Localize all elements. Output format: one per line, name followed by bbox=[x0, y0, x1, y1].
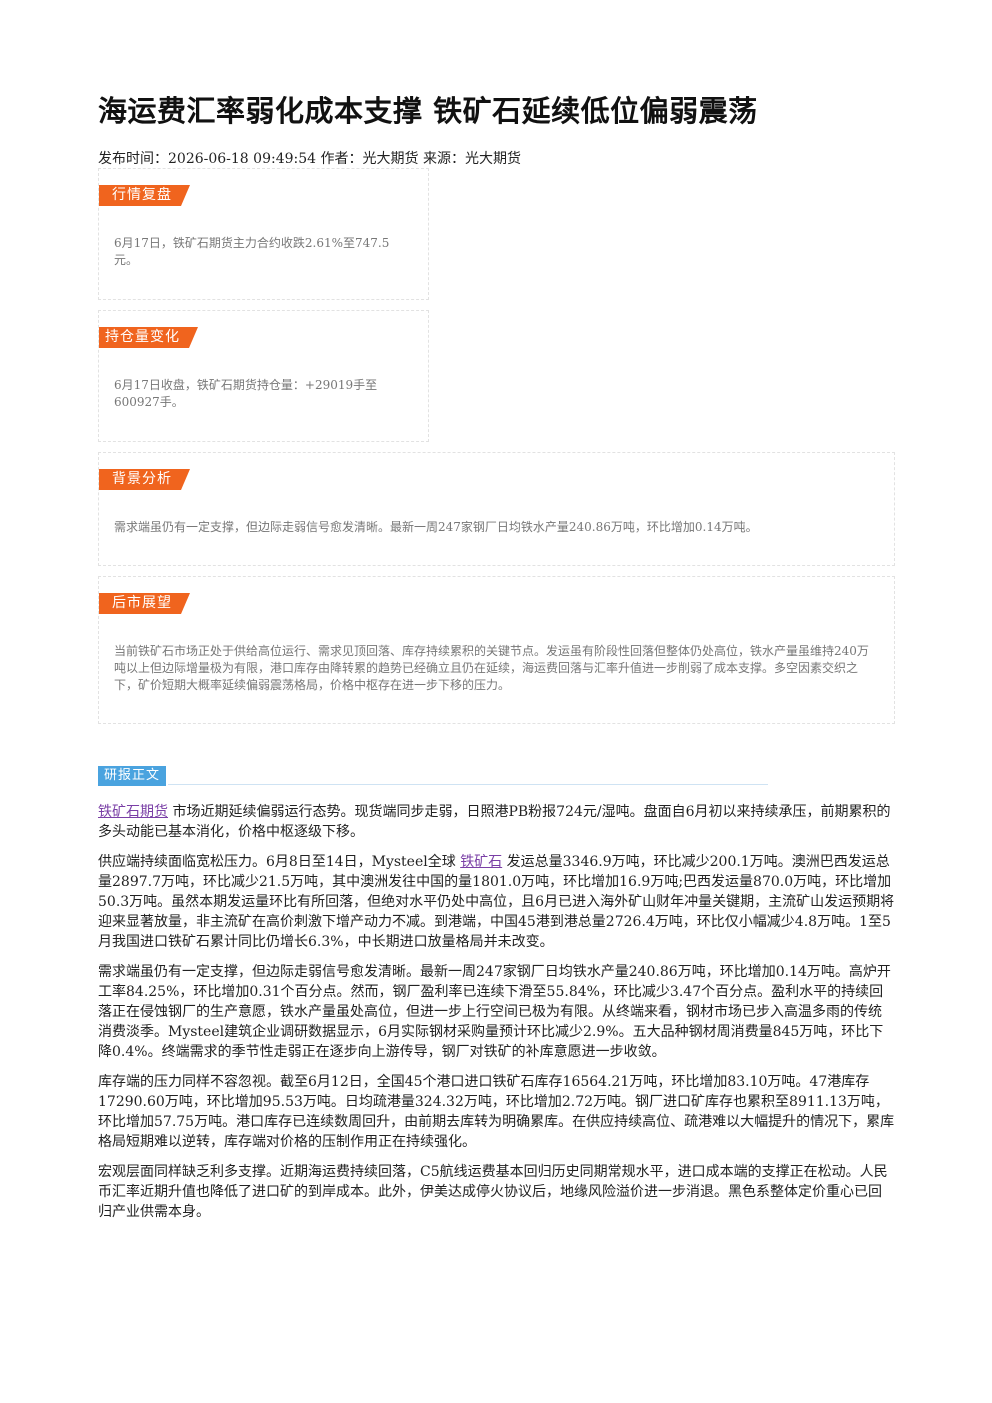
divider bbox=[168, 784, 768, 785]
paragraph: 库存端的压力同样不容忽视。截至6月12日，全国45个港口进口铁矿石库存16564… bbox=[98, 1074, 895, 1150]
section-market-review: 行情复盘 6月17日，铁矿石期货主力合约收跌2.61%至747.5元。 bbox=[98, 168, 429, 300]
report-body: 铁矿石期货 市场近期延续偏弱运行态势。现货端同步走弱，日照港PB粉报724元/湿… bbox=[98, 802, 895, 1232]
paragraph: 宏观层面同样缺乏利多支撑。近期海运费持续回落，C5航线运费基本回归历史同期常规水… bbox=[98, 1164, 888, 1220]
section-tag: 背景分析 bbox=[99, 469, 190, 490]
section-tag: 后市展望 bbox=[99, 593, 190, 614]
section-tag: 行情复盘 bbox=[99, 185, 190, 206]
paragraph-text: 发运总量3346.9万吨，环比减少200.1万吨。澳洲巴西发运总量2897.7万… bbox=[98, 854, 895, 950]
page-title: 海运费汇率弱化成本支撑 铁矿石延续低位偏弱震荡 bbox=[98, 94, 758, 128]
iron-ore-link[interactable]: 铁矿石 bbox=[460, 854, 503, 870]
section-outlook: 后市展望 当前铁矿石市场正处于供给高位运行、需求见顶回落、库存持续累积的关键节点… bbox=[98, 576, 895, 724]
paragraph: 铁矿石期货 市场近期延续偏弱运行态势。现货端同步走弱，日照港PB粉报724元/湿… bbox=[98, 802, 895, 842]
iron-ore-futures-link[interactable]: 铁矿石期货 bbox=[98, 804, 168, 820]
section-open-interest: 持仓量变化 6月17日收盘，铁矿石期货持仓量：+29019手至600927手。 bbox=[98, 310, 429, 442]
report-tag: 研报正文 bbox=[98, 766, 167, 786]
section-text: 当前铁矿石市场正处于供给高位运行、需求见顶回落、库存持续累积的关键节点。发运虽有… bbox=[114, 644, 869, 692]
section-text: 6月17日，铁矿石期货主力合约收跌2.61%至747.5元。 bbox=[114, 236, 390, 267]
paragraph-text: 供应端持续面临宽松压力。6月8日至14日，Mysteel全球 bbox=[98, 854, 456, 870]
section-tag: 持仓量变化 bbox=[99, 327, 198, 348]
publish-meta: 发布时间：2026-06-18 09:49:54 作者：光大期货 来源：光大期货 bbox=[98, 151, 521, 167]
section-text: 需求端虽仍有一定支撑，但边际走弱信号愈发清晰。最新一周247家钢厂日均铁水产量2… bbox=[114, 520, 758, 534]
section-background: 背景分析 需求端虽仍有一定支撑，但边际走弱信号愈发清晰。最新一周247家钢厂日均… bbox=[98, 452, 895, 566]
paragraph: 需求端虽仍有一定支撑，但边际走弱信号愈发清晰。最新一周247家钢厂日均铁水产量2… bbox=[98, 964, 891, 1060]
section-text: 6月17日收盘，铁矿石期货持仓量：+29019手至600927手。 bbox=[114, 378, 378, 409]
paragraph: 供应端持续面临宽松压力。6月8日至14日，Mysteel全球 铁矿石 发运总量3… bbox=[98, 852, 895, 952]
paragraph-text: 市场近期延续偏弱运行态势。现货端同步走弱，日照港PB粉报724元/湿吨。盘面自6… bbox=[98, 804, 891, 840]
